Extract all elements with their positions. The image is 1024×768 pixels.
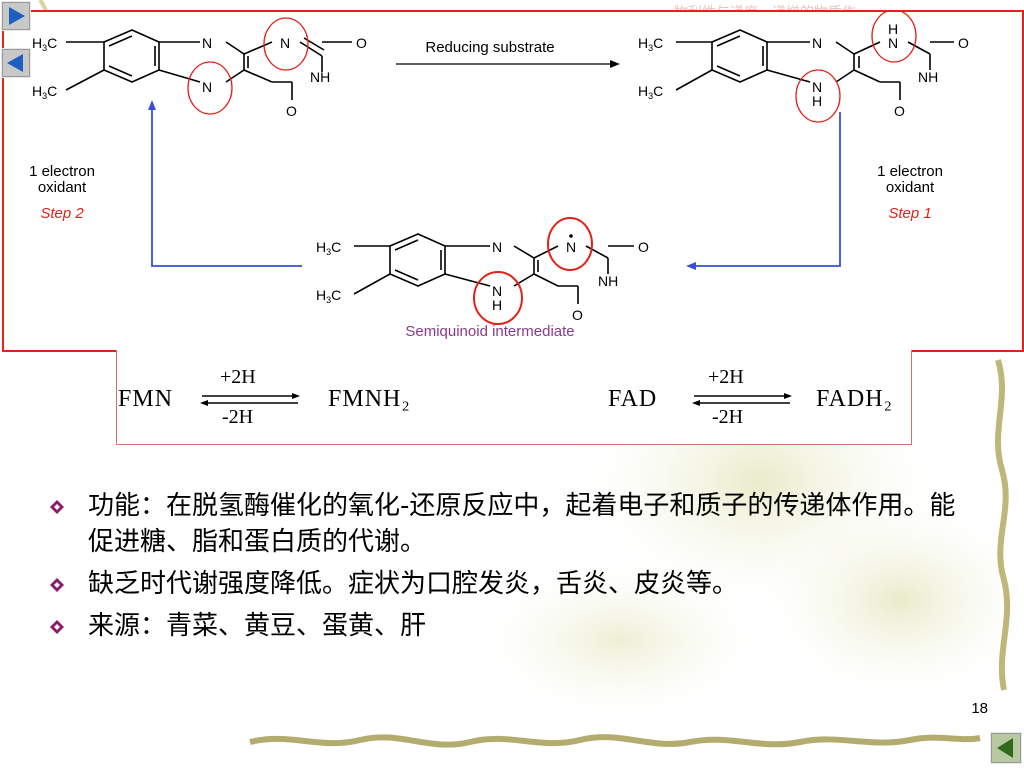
page-number: 18 [971,700,988,717]
svg-text:H3C: H3C [32,83,57,101]
fmn-plus-2h: +2H [220,366,256,388]
fadh2-label: FADH₂ [816,386,893,412]
svg-text:H3C: H3C [316,239,341,257]
highlight-circle [187,61,233,115]
highlight-circle [473,271,523,325]
fmn-equilibrium-arrows [200,393,300,406]
prev-slide-button[interactable] [1,48,31,78]
triangle-left-icon [997,738,1013,758]
reducing-substrate-label: Reducing substrate [425,39,554,56]
diamond-bullet-icon [50,578,64,592]
svg-text:H3C: H3C [316,287,341,305]
reduced-flavin-atoms: H3C H3C N N H H N O NH O [638,21,969,119]
svg-text:H: H [492,297,502,313]
svg-text:O: O [572,307,583,323]
right-oxidant-label-line2: oxidant [886,179,935,196]
fad-minus-2h: -2H [712,406,744,428]
bullet-item: 功能：在脱氢酶催化的氧化-还原反应中，起着电子和质子的传递体作用。能促进糖、脂和… [50,488,970,560]
svg-text:N: N [280,35,290,51]
svg-text:O: O [286,103,297,119]
fad-plus-2h: +2H [708,366,744,388]
bullet-item: 来源：青菜、黄豆、蛋黄、肝 [50,608,970,644]
highlight-circle [795,69,841,123]
fad-label: FAD [608,386,658,412]
diamond-bullet-icon [50,500,64,514]
redox-equations-box [116,350,912,445]
flavin-redox-cycle-diagram: H3C H3C N N N O NH O Reducing substrate [29,9,969,340]
diamond-bullet-icon [50,620,64,634]
fad-equilibrium-arrows [692,393,792,406]
bullet-item: 缺乏时代谢强度降低。症状为口腔发炎，舌炎、皮炎等。 [50,566,970,602]
svg-text:H: H [888,21,898,37]
cycle-arrow-head [148,100,156,110]
right-oxidant-label-line1: 1 electron [877,163,943,180]
triangle-left-icon [7,54,23,72]
semiquinoid-label: Semiquinoid intermediate [405,323,574,340]
semiquinoid-molecule [353,233,634,304]
bullet-text: 缺乏时代谢强度降低。症状为口腔发炎，舌炎、皮炎等。 [88,569,739,599]
svg-text:NH: NH [310,69,330,85]
right-step-label: Step 1 [888,205,931,222]
reaction-diagram-frame: H3C H3C N N N O NH O Reducing substrate [2,9,1024,352]
fmn-minus-2h: -2H [222,406,254,428]
cycle-arrow-head [686,262,696,270]
left-step-label: Step 2 [40,205,84,222]
bullet-text: 功能：在脱氢酶催化的氧化-还原反应中，起着电子和质子的传递体作用。能促进糖、脂和… [88,491,956,557]
svg-text:H3C: H3C [638,83,663,101]
oxidized-flavin-atoms: H3C H3C N N N O NH O [32,35,367,119]
triangle-right-icon [9,7,25,25]
back-slide-button[interactable] [990,732,1022,764]
svg-text:O: O [894,103,905,119]
left-oxidant-label-line2: oxidant [38,179,87,196]
next-slide-button[interactable] [1,1,31,31]
svg-text:O: O [638,239,649,255]
svg-text:N: N [566,239,576,255]
svg-text:NH: NH [598,273,618,289]
arrow-head [610,60,620,68]
svg-text:N: N [812,35,822,51]
bullet-text: 来源：青菜、黄豆、蛋黄、肝 [88,611,427,641]
highlight-circle [263,17,309,71]
svg-text:N: N [492,283,502,299]
svg-text:H3C: H3C [32,35,57,53]
fmnh2-label: FMNH₂ [328,386,411,412]
reduced-flavin-molecule [675,29,954,100]
svg-text:N: N [492,239,502,255]
svg-text:N: N [202,35,212,51]
svg-text:N: N [812,79,822,95]
svg-text:O: O [958,35,969,51]
cycle-lines [151,108,841,267]
radical-dot [569,234,573,238]
fmn-label: FMN [118,386,174,412]
svg-text:H: H [812,93,822,109]
semiquinoid-atoms: H3C H3C N N H N O NH O [316,239,649,323]
left-oxidant-label-line1: 1 electron [29,163,95,180]
bullet-list: 功能：在脱氢酶催化的氧化-还原反应中，起着电子和质子的传递体作用。能促进糖、脂和… [50,488,970,650]
svg-text:NH: NH [918,69,938,85]
svg-text:N: N [202,79,212,95]
oxidized-flavin-molecule [65,29,352,100]
svg-text:N: N [888,35,898,51]
highlight-circle [547,217,593,271]
svg-text:H3C: H3C [638,35,663,53]
svg-text:O: O [356,35,367,51]
